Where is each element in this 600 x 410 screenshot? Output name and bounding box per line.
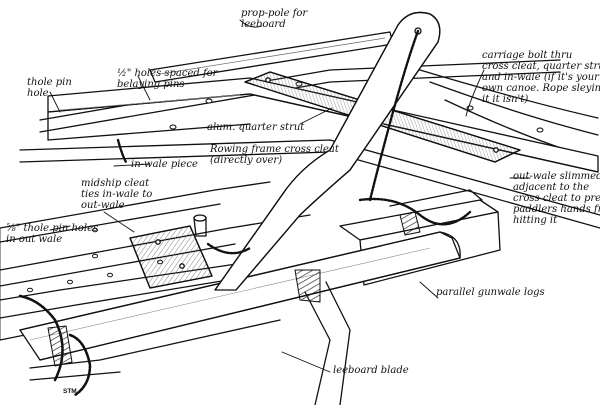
- label-thole-pin-holes-out-wale: ⅝" thole pin holes in out wale: [6, 223, 99, 245]
- belaying-pin: [193, 214, 207, 237]
- label-out-wale-slimmed: out-wale slimmed adjacent to the cross c…: [513, 171, 600, 226]
- leeboard: [214, 11, 441, 406]
- label-prop-pole: prop-pole for leeboard: [241, 8, 308, 30]
- label-alum-quarter-strut: alum. quarter strut: [207, 122, 305, 133]
- lashings: [18, 29, 472, 397]
- label-parallel-gunwale-logs: parallel gunwale logs: [436, 287, 545, 298]
- leader-lines: [49, 19, 531, 373]
- foreground-gunwale-log: [19, 231, 461, 381]
- label-leeboard-blade: leeboard blade: [333, 365, 409, 376]
- artist-signature: STM: [63, 388, 77, 395]
- label-thole-pin-hole: thole pin hole: [27, 77, 72, 99]
- label-in-wale-piece: in-wale piece: [131, 159, 198, 170]
- midship-cleat: [129, 225, 213, 289]
- label-midship-cleat: midship cleat ties in-wale to out-wale: [81, 178, 153, 211]
- label-carriage-bolt: carriage bolt thru cross cleat, quarter …: [482, 50, 600, 105]
- label-belaying-holes: ½" holes spaced for belaying pins: [117, 68, 218, 90]
- label-rowing-frame: Rowing frame cross cleat (directly over): [210, 144, 339, 166]
